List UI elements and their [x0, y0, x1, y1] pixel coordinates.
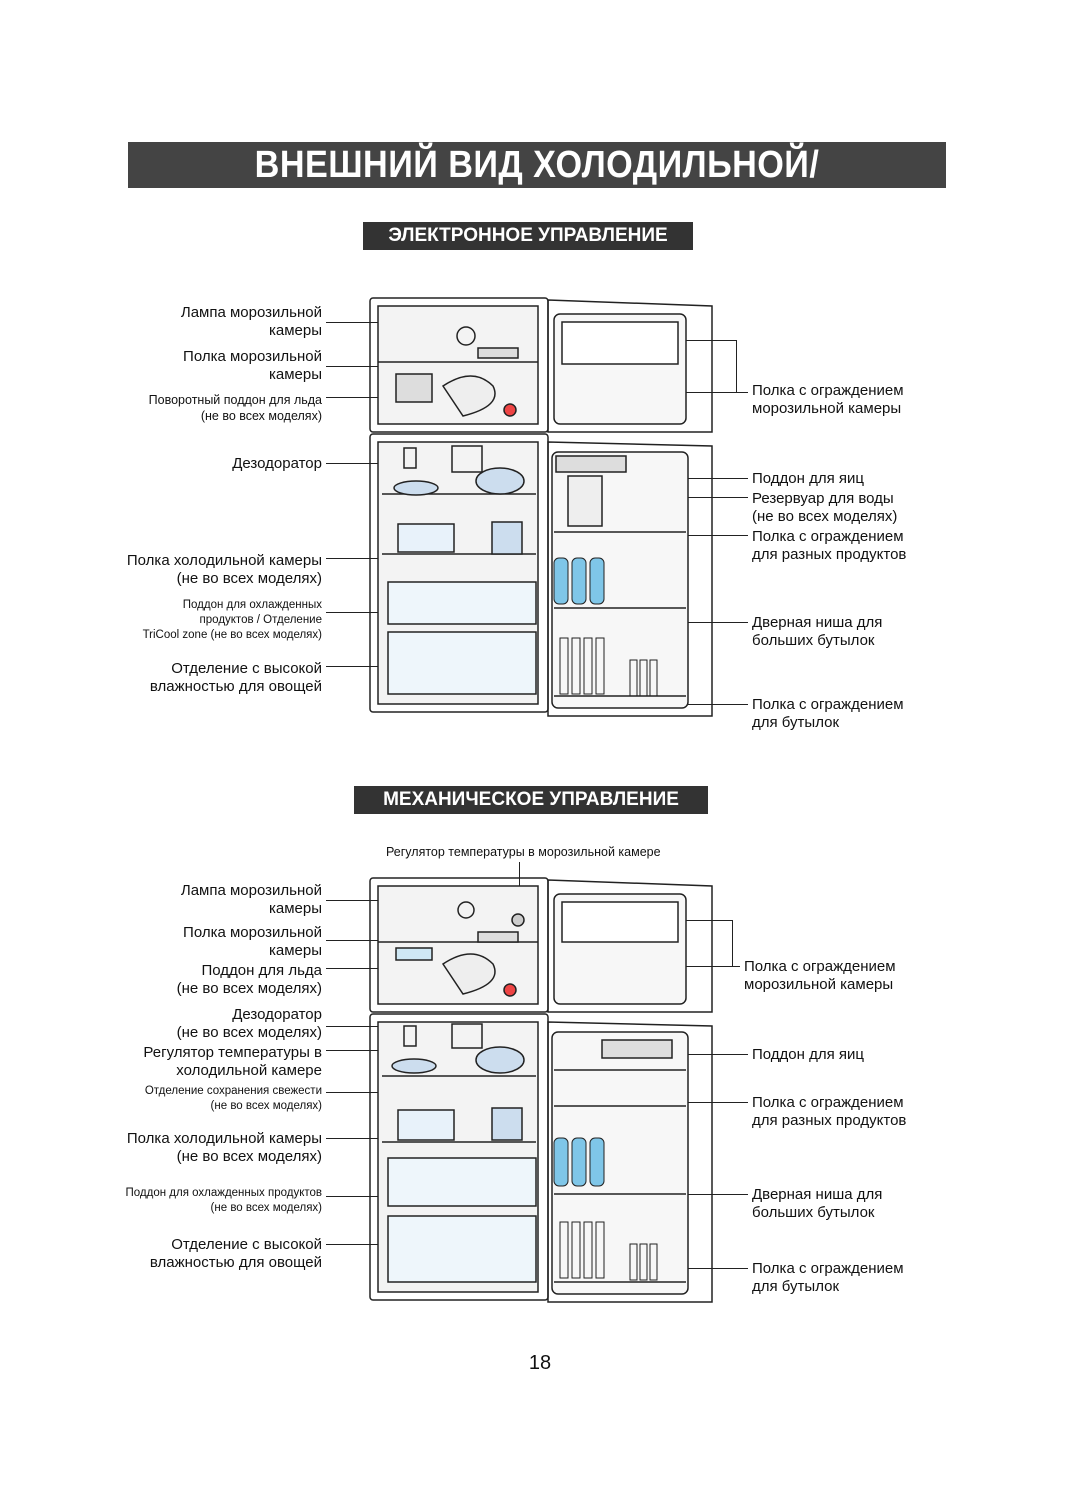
s2-label-egg-tray: Поддон для яиц	[752, 1046, 864, 1063]
s1-label-fridge-shelf: Полка холодильной камеры(не во всех моде…	[126, 552, 322, 587]
s2-label-chilled-tray: Поддон для охлажденных продуктов(не во в…	[125, 1187, 322, 1214]
page-title-banner: ВНЕШНИЙ ВИД ХОЛОДИЛЬНОЙ/МОРОЗИЛЬНОЙ КАМЕ…	[128, 142, 946, 232]
section2-heading: МЕХАНИЧЕСКОЕ УПРАВЛЕНИЕ	[354, 786, 708, 814]
s2-label-fridge-shelf: Полка холодильной камеры(не во всех моде…	[126, 1130, 322, 1165]
page-number: 18	[528, 1352, 552, 1374]
s1-label-deodorizer: Дезодоратор	[232, 455, 322, 472]
s1-fridge-illustration	[369, 297, 713, 717]
s2-label-freshness-compartment: Отделение сохранения свежести(не во всех…	[144, 1085, 322, 1112]
s2-fridge-illustration	[369, 877, 713, 1303]
page-title: ВНЕШНИЙ ВИД ХОЛОДИЛЬНОЙ/МОРОЗИЛЬНОЙ КАМЕ…	[254, 144, 820, 232]
section1-heading: ЭЛЕКТРОННОЕ УПРАВЛЕНИЕ	[363, 222, 693, 250]
s1-label-egg-tray: Поддон для яиц	[752, 470, 864, 487]
s1-label-water-tank: Резервуар для воды(не во всех моделях)	[752, 490, 898, 525]
s2-label-deodorizer: Дезодоратор(не во всех моделях)	[176, 1006, 322, 1041]
s1-label-ice-tray: Поворотный поддон для льда(не во всех мо…	[148, 393, 322, 423]
s2-label-ice-tray: Поддон для льда(не во всех моделях)	[176, 962, 322, 997]
s2-label-freezer-thermostat: Регулятор температуры в морозильной каме…	[386, 845, 661, 859]
